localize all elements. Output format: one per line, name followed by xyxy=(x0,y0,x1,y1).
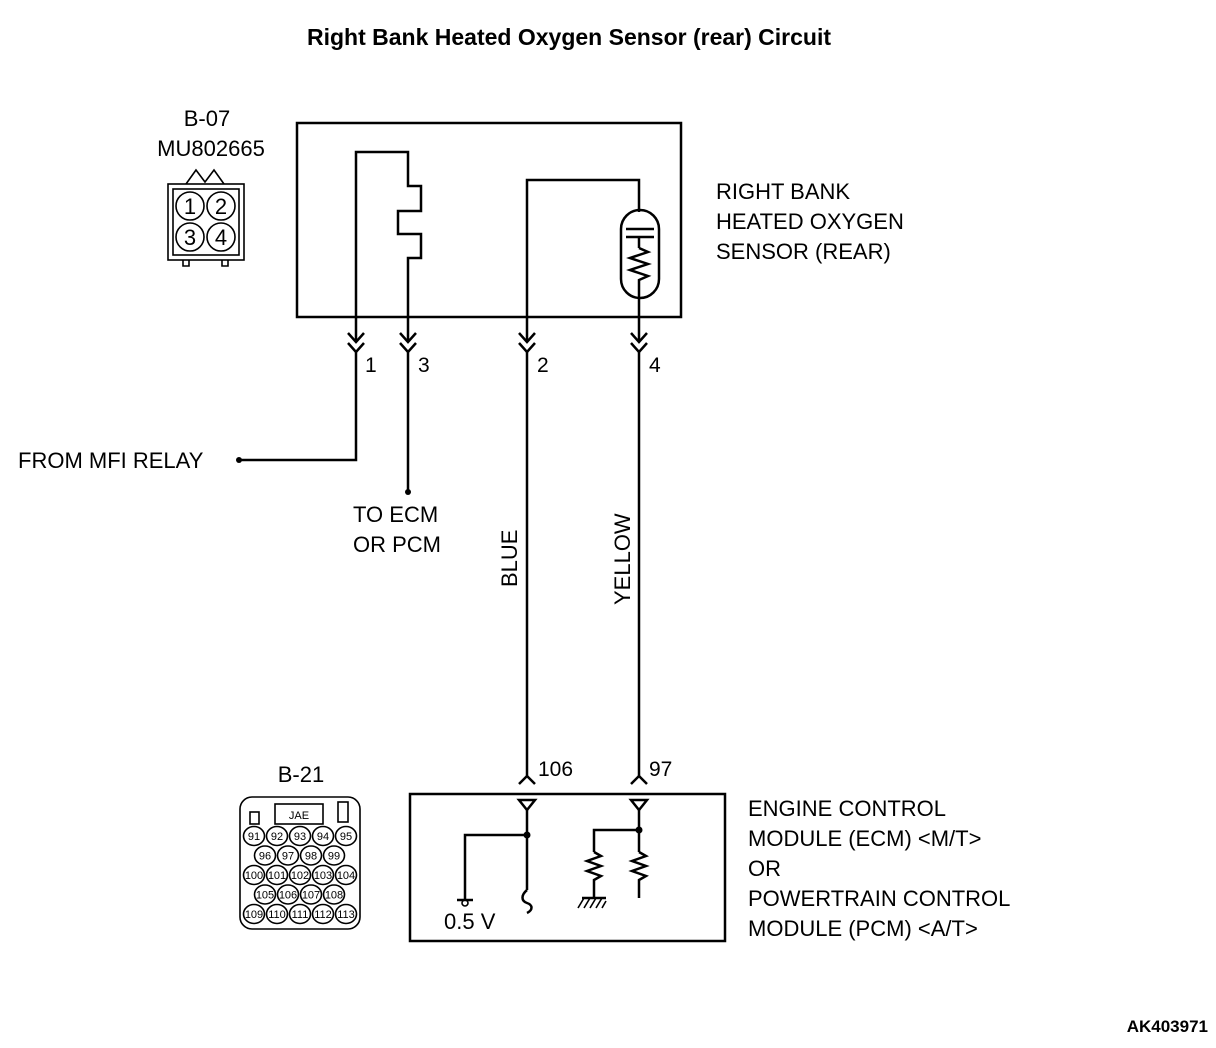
module-label-line: POWERTRAIN CONTROL xyxy=(748,886,1010,911)
module-connector-id: B-21 xyxy=(278,762,324,787)
module-connector-pin-label: 111 xyxy=(292,909,309,921)
resistor-icon xyxy=(583,850,605,898)
module-connector-pin-label: 91 xyxy=(248,831,260,843)
module-connector-pin-label: 104 xyxy=(337,870,355,882)
diagram-title: Right Bank Heated Oxygen Sensor (rear) C… xyxy=(307,24,831,50)
module-label-line: OR xyxy=(748,856,781,881)
sensor-pin-label: 4 xyxy=(649,354,661,377)
resistor-icon xyxy=(628,850,650,898)
reference-code: AK403971 xyxy=(1127,1017,1208,1036)
module-connector-pin-label: 110 xyxy=(268,909,286,921)
module-connector-pin-label: 97 xyxy=(282,851,294,863)
module-pin-label: 106 xyxy=(538,758,573,781)
module-connector-pins: 91 92 93 94 95 96 97 98 99 100 101 102 103 104 105 106 1… xyxy=(242,825,358,925)
module-connector-pin xyxy=(253,845,277,866)
sensor-connector-id: B-07 xyxy=(184,106,230,131)
sensor-pin-label: 2 xyxy=(537,354,549,377)
sensor-label-line: RIGHT BANK xyxy=(716,179,850,204)
sensor-pin-label: 1 xyxy=(365,354,377,377)
sensing-element-icon xyxy=(619,208,661,340)
blue-wire-label: BLUE xyxy=(497,530,522,587)
sensor-part-number: MU802665 xyxy=(157,136,265,161)
module-connector-pin xyxy=(322,845,346,866)
module-connector-pin-label: 93 xyxy=(294,831,306,843)
module-connector-pin-label: 107 xyxy=(302,890,320,902)
oxygen-sensor xyxy=(295,121,683,340)
module-connector-pin xyxy=(311,903,335,925)
module-connector-pin xyxy=(334,903,358,925)
sensor-label-line: HEATED OXYGEN xyxy=(716,209,904,234)
ecm-wire-label: OR PCM xyxy=(353,532,441,557)
module-connector-pin xyxy=(311,825,335,847)
control-module: 0.5 V xyxy=(408,792,727,943)
module-connector-pin-label: 102 xyxy=(291,870,309,882)
module-connector-pin-label: 105 xyxy=(256,890,274,902)
yellow-wire-label: YELLOW xyxy=(610,513,635,605)
module-connector-pin-label: 98 xyxy=(305,851,317,863)
module-connector-pin-label: 101 xyxy=(268,870,286,882)
module-connector-pin xyxy=(288,825,312,847)
module-connector-pin-label: 108 xyxy=(325,890,343,902)
module-connector-pin xyxy=(299,845,323,866)
module-connector-pin xyxy=(265,903,289,925)
module-connector-pin-label: 100 xyxy=(245,870,263,882)
module-connector-pin-label: 112 xyxy=(314,909,332,921)
module-connector-pin-label: 106 xyxy=(279,890,297,902)
module-connector-brand: JAE xyxy=(289,810,309,822)
module-label-line: MODULE (ECM) <M/T> xyxy=(748,826,981,851)
sensor-pin-label: 3 xyxy=(418,354,430,377)
module-connector-pin xyxy=(276,845,300,866)
module-connector-pin xyxy=(253,884,277,905)
sensor-label-line: SENSOR (REAR) xyxy=(716,239,891,264)
module-pin-label: 97 xyxy=(649,758,672,781)
module-connector-pin-label: 94 xyxy=(317,831,329,843)
ground-icon xyxy=(577,896,607,909)
module-connector-pin-label: 96 xyxy=(259,851,271,863)
module-connector-pin xyxy=(322,884,346,905)
sensor-connector-pin: 1 xyxy=(184,194,196,219)
sensor-pin-chevrons xyxy=(347,332,648,354)
sensor-connector-pin: 3 xyxy=(184,225,196,250)
module-connector-pin xyxy=(242,825,266,847)
module-label-line: ENGINE CONTROL xyxy=(748,796,946,821)
module-connector-pin-label: 92 xyxy=(271,831,283,843)
module-connector-pin-label: 103 xyxy=(314,870,332,882)
module-label-line: MODULE (PCM) <A/T> xyxy=(748,916,978,941)
module-connector-pin xyxy=(334,825,358,847)
module-connector-pin-label: 113 xyxy=(337,909,355,921)
relay-wire-label: FROM MFI RELAY xyxy=(18,448,204,473)
module-connector-pin-label: 109 xyxy=(245,909,263,921)
reference-voltage: 0.5 V xyxy=(444,909,496,934)
ecm-wire-label: TO ECM xyxy=(353,502,438,527)
sensor-connector-icon: B-07 MU802665 1 2 3 4 xyxy=(157,106,265,267)
module-connector-pin-label: 99 xyxy=(328,851,340,863)
module-connector-pin xyxy=(276,884,300,905)
relay-wire xyxy=(240,352,358,462)
sensor-connector-pin: 4 xyxy=(215,225,227,250)
module-connector-pin xyxy=(242,903,266,925)
heater-element-icon xyxy=(354,150,423,340)
module-connector-pin xyxy=(311,864,335,886)
module-connector-icon: B-21 JAE 91 92 93 94 95 96 97 98 99 100 101 102 103 1… xyxy=(239,762,361,930)
module-connector-pin-label: 95 xyxy=(340,831,352,843)
module-connector-pin xyxy=(265,825,289,847)
module-connector-pin xyxy=(288,864,312,886)
module-connector-pin xyxy=(265,864,289,886)
module-connector-pin xyxy=(299,884,323,905)
module-connector-pin xyxy=(242,864,266,886)
module-connector-pin xyxy=(334,864,358,886)
sensor-connector-pin: 2 xyxy=(215,194,227,219)
module-connector-pin xyxy=(288,903,312,925)
